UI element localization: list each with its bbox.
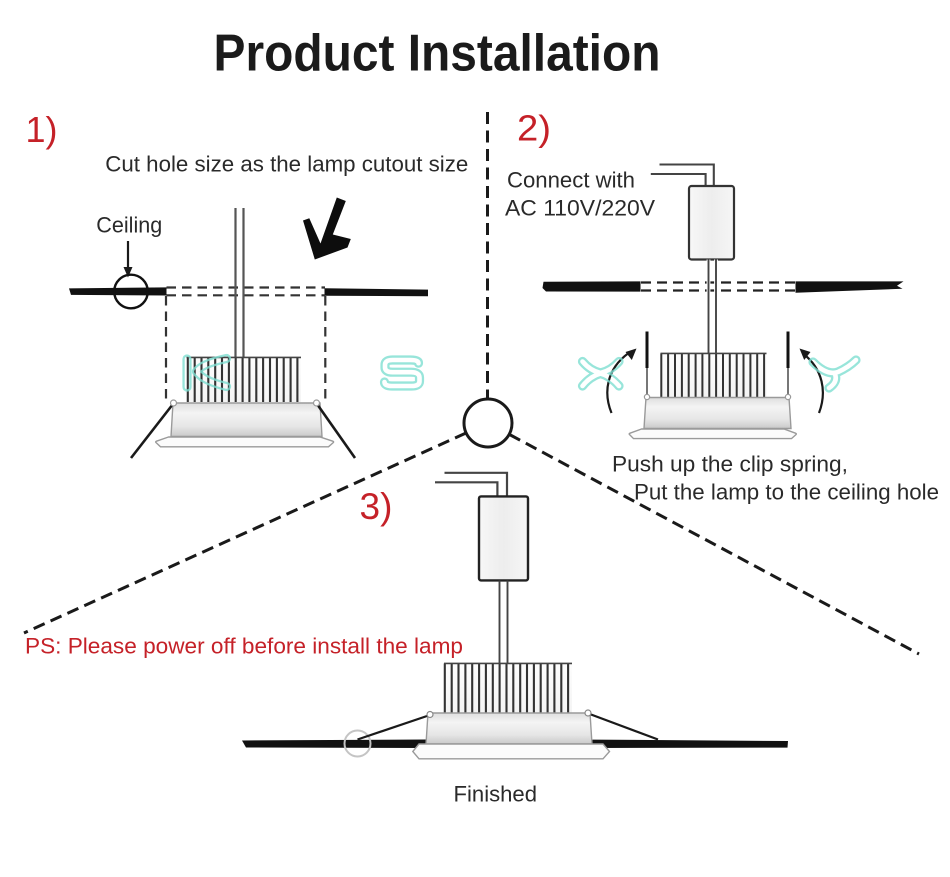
svg-text:Ceiling: Ceiling bbox=[96, 213, 162, 238]
svg-text:2): 2) bbox=[517, 108, 551, 149]
svg-text:3): 3) bbox=[360, 486, 393, 527]
svg-text:PS: Please power off before in: PS: Please power off before install the … bbox=[25, 634, 463, 659]
svg-text:Product Installation: Product Installation bbox=[214, 24, 661, 82]
svg-text:Finished: Finished bbox=[454, 782, 538, 807]
svg-text:Cut hole size as the lamp cuto: Cut hole size as the lamp cutout size bbox=[105, 151, 468, 176]
svg-text:AC 110V/220V: AC 110V/220V bbox=[505, 196, 655, 221]
svg-text:Put the lamp to the ceiling ho: Put the lamp to the ceiling hole bbox=[634, 480, 939, 505]
svg-text:1): 1) bbox=[26, 109, 58, 150]
svg-text:Connect with: Connect with bbox=[507, 168, 635, 193]
svg-text:Push up the clip spring,: Push up the clip spring, bbox=[612, 452, 848, 477]
